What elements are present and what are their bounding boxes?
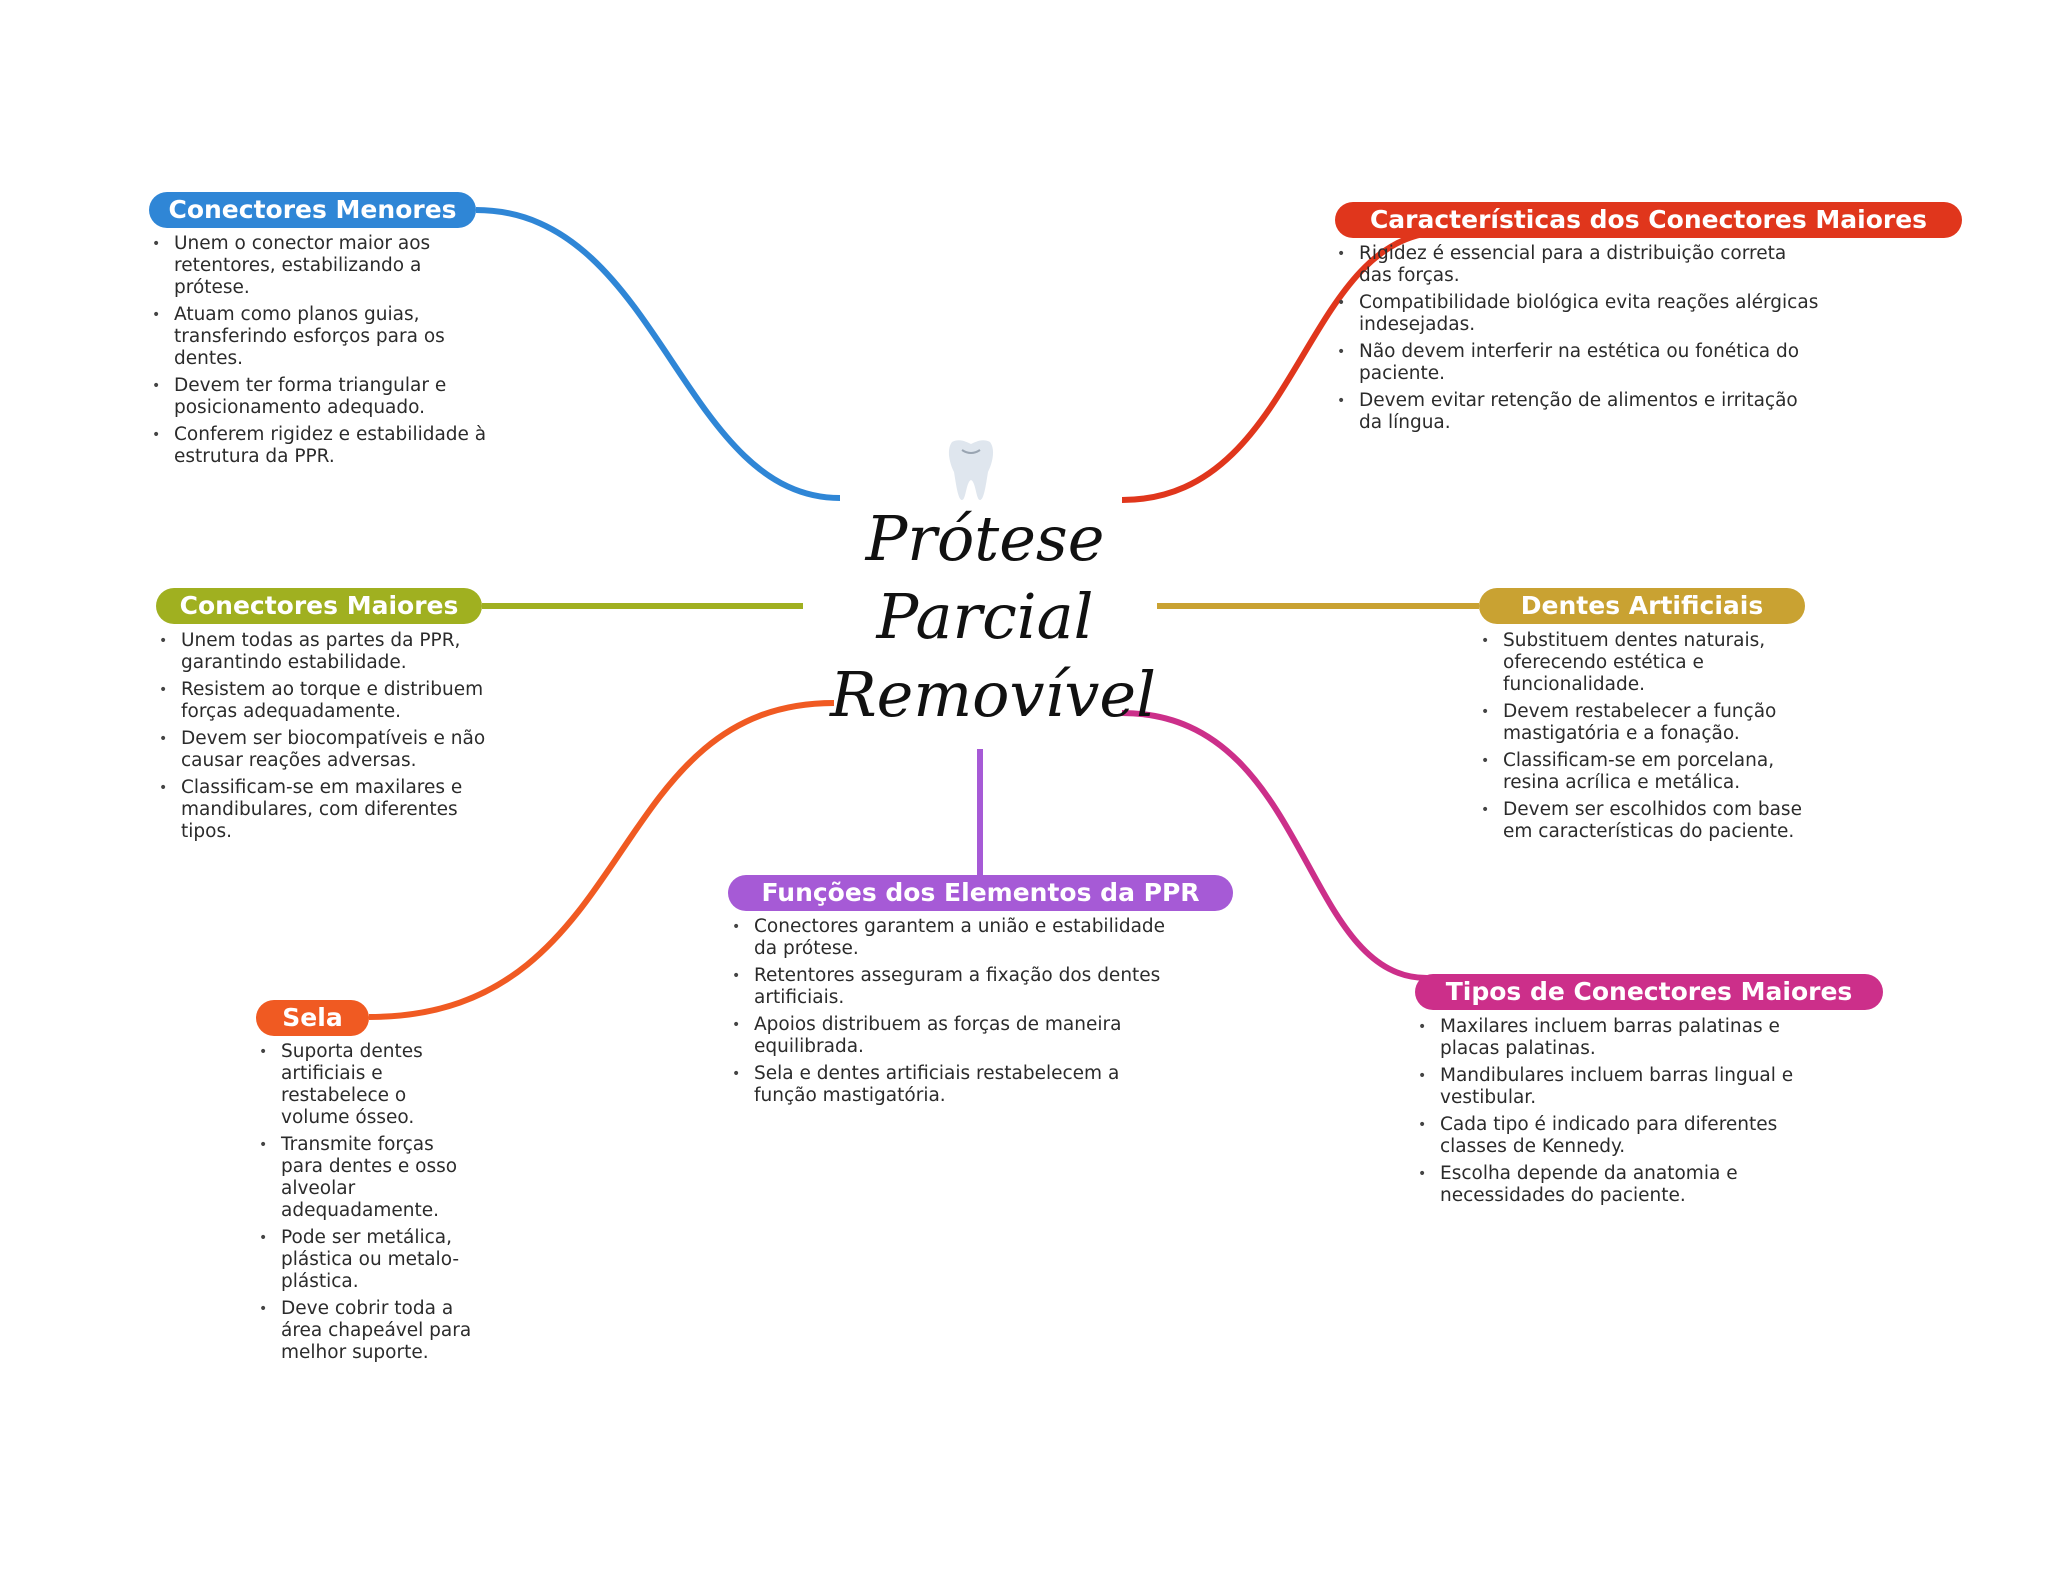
list-item: Suporta dentes artificiais e restabelece… bbox=[259, 1041, 476, 1129]
list-item: Cada tipo é indicado para diferentes cla… bbox=[1418, 1114, 1825, 1158]
topic-caracteristicas-conectores-maiores[interactable]: Características dos Conectores Maiores bbox=[1335, 202, 1962, 238]
list-item: Resistem ao torque e distribuem forças a… bbox=[159, 679, 506, 723]
list-item: Apoios distribuem as forças de maneira e… bbox=[732, 1014, 1174, 1058]
funcoes-list: Conectores garantem a união e estabilida… bbox=[730, 916, 1174, 1112]
list-item: Rigidez é essencial para a distribuição … bbox=[1337, 243, 1819, 287]
list-item: Maxilares incluem barras palatinas e pla… bbox=[1418, 1016, 1825, 1060]
central-title-line: Prótese bbox=[865, 502, 1105, 575]
link-conectores-menores bbox=[475, 207, 841, 501]
dentes-list: Substituem dentes naturais, oferecendo e… bbox=[1479, 630, 1823, 848]
list-item: Compatibilidade biológica evita reações … bbox=[1337, 292, 1819, 336]
list-item: Unem todas as partes da PPR, garantindo … bbox=[159, 630, 506, 674]
topic-dentes-artificiais[interactable]: Dentes Artificiais bbox=[1479, 588, 1805, 624]
tipos-list: Maxilares incluem barras palatinas e pla… bbox=[1416, 1016, 1825, 1212]
conectores-menores-list: Unem o conector maior aos retentores, es… bbox=[150, 233, 494, 473]
list-item: Transmite forças para dentes e osso alve… bbox=[259, 1134, 476, 1222]
topic-sela[interactable]: Sela bbox=[256, 1000, 369, 1036]
list-item: Pode ser metálica, plástica ou metalo-pl… bbox=[259, 1227, 476, 1293]
list-item: Sela e dentes artificiais restabelecem a… bbox=[732, 1063, 1174, 1107]
topic-funcoes-elementos-ppr[interactable]: Funções dos Elementos da PPR bbox=[728, 875, 1233, 911]
list-item: Não devem interferir na estética ou foné… bbox=[1337, 341, 1819, 385]
list-item: Devem ser escolhidos com base em caracte… bbox=[1481, 799, 1823, 843]
list-item: Conferem rigidez e estabilidade à estrut… bbox=[152, 424, 494, 468]
central-title: Prótese Parcial Removível bbox=[830, 500, 1156, 734]
list-item: Mandibulares incluem barras lingual e ve… bbox=[1418, 1065, 1825, 1109]
list-item: Retentores asseguram a fixação dos dente… bbox=[732, 965, 1174, 1009]
conectores-maiores-list: Unem todas as partes da PPR, garantindo … bbox=[157, 630, 506, 848]
central-title-line: Parcial bbox=[876, 580, 1094, 653]
list-item: Escolha depende da anatomia e necessidad… bbox=[1418, 1163, 1825, 1207]
list-item: Devem restabelecer a função mastigatória… bbox=[1481, 701, 1823, 745]
list-item: Classificam-se em porcelana, resina acrí… bbox=[1481, 750, 1823, 794]
list-item: Devem ter forma triangular e posicioname… bbox=[152, 375, 494, 419]
list-item: Deve cobrir toda a área chapeável para m… bbox=[259, 1298, 476, 1364]
list-item: Devem evitar retenção de alimentos e irr… bbox=[1337, 390, 1819, 434]
list-item: Classificam-se em maxilares e mandibular… bbox=[159, 777, 506, 843]
link-tipos bbox=[1121, 710, 1428, 981]
list-item: Devem ser biocompatíveis e não causar re… bbox=[159, 728, 506, 772]
caracteristicas-list: Rigidez é essencial para a distribuição … bbox=[1335, 243, 1819, 439]
list-item: Substituem dentes naturais, oferecendo e… bbox=[1481, 630, 1823, 696]
list-item: Conectores garantem a união e estabilida… bbox=[732, 916, 1174, 960]
link-sela bbox=[368, 700, 835, 1020]
sela-list: Suporta dentes artificiais e restabelece… bbox=[257, 1041, 476, 1369]
list-item: Unem o conector maior aos retentores, es… bbox=[152, 233, 494, 299]
central-title-line: Removível bbox=[830, 658, 1156, 731]
tooth-icon bbox=[948, 440, 994, 500]
topic-conectores-menores[interactable]: Conectores Menores bbox=[149, 192, 476, 228]
list-item: Atuam como planos guias, transferindo es… bbox=[152, 304, 494, 370]
topic-conectores-maiores[interactable]: Conectores Maiores bbox=[156, 588, 482, 624]
topic-tipos-conectores-maiores[interactable]: Tipos de Conectores Maiores bbox=[1415, 974, 1883, 1010]
